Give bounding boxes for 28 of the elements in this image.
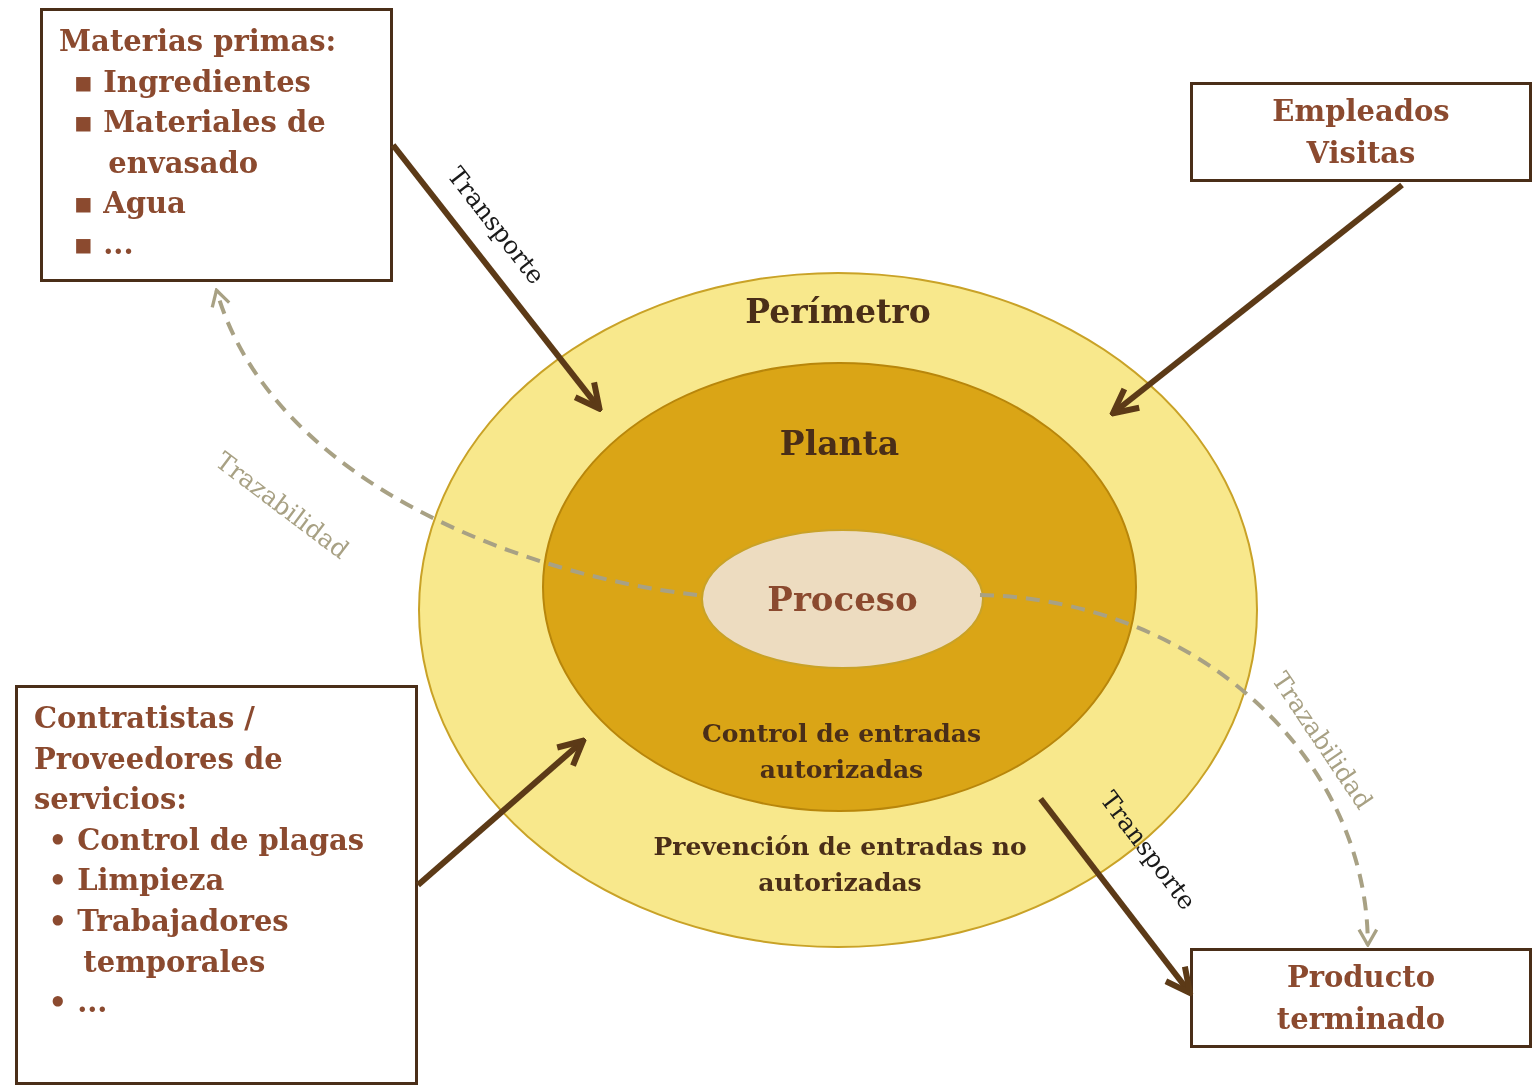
arrow xyxy=(390,143,603,412)
arrow xyxy=(1109,182,1404,417)
box-heading: Contratistas / Proveedores de servicios: xyxy=(34,700,284,819)
arrow xyxy=(1038,796,1193,996)
source-card xyxy=(40,8,393,282)
list-item: ▪ ... xyxy=(72,225,135,263)
zone-title: Proceso xyxy=(767,578,918,621)
box-text: Empleados xyxy=(1271,92,1451,130)
zone-note: Prevención de entradas no autorizadas xyxy=(652,831,1028,900)
box-heading: Materias primas: xyxy=(59,23,338,60)
dashed-arrow xyxy=(212,288,698,597)
list-item: ▪ Materiales de envasado xyxy=(72,104,327,182)
arrow xyxy=(416,737,587,888)
list-item: ▪ Ingredientes xyxy=(72,63,312,101)
destination-card xyxy=(1190,948,1532,1048)
source-card xyxy=(15,685,418,1085)
zone-title: Perímetro xyxy=(745,291,931,333)
source-card xyxy=(1190,82,1532,182)
list-item: • Trabajadores temporales xyxy=(47,902,290,981)
list-item: • ... xyxy=(47,984,109,1022)
dashed-arrow xyxy=(979,593,1378,947)
list-item: • Control de plagas xyxy=(47,821,366,859)
box-text: Producto terminado xyxy=(1275,958,1447,1038)
list-item: ▪ Agua xyxy=(72,185,187,223)
box-text: Visitas xyxy=(1305,135,1417,172)
zone-note: Control de entradas autorizadas xyxy=(700,718,983,787)
zone-title: Planta xyxy=(779,423,900,465)
list-item: • Limpieza xyxy=(47,862,226,900)
